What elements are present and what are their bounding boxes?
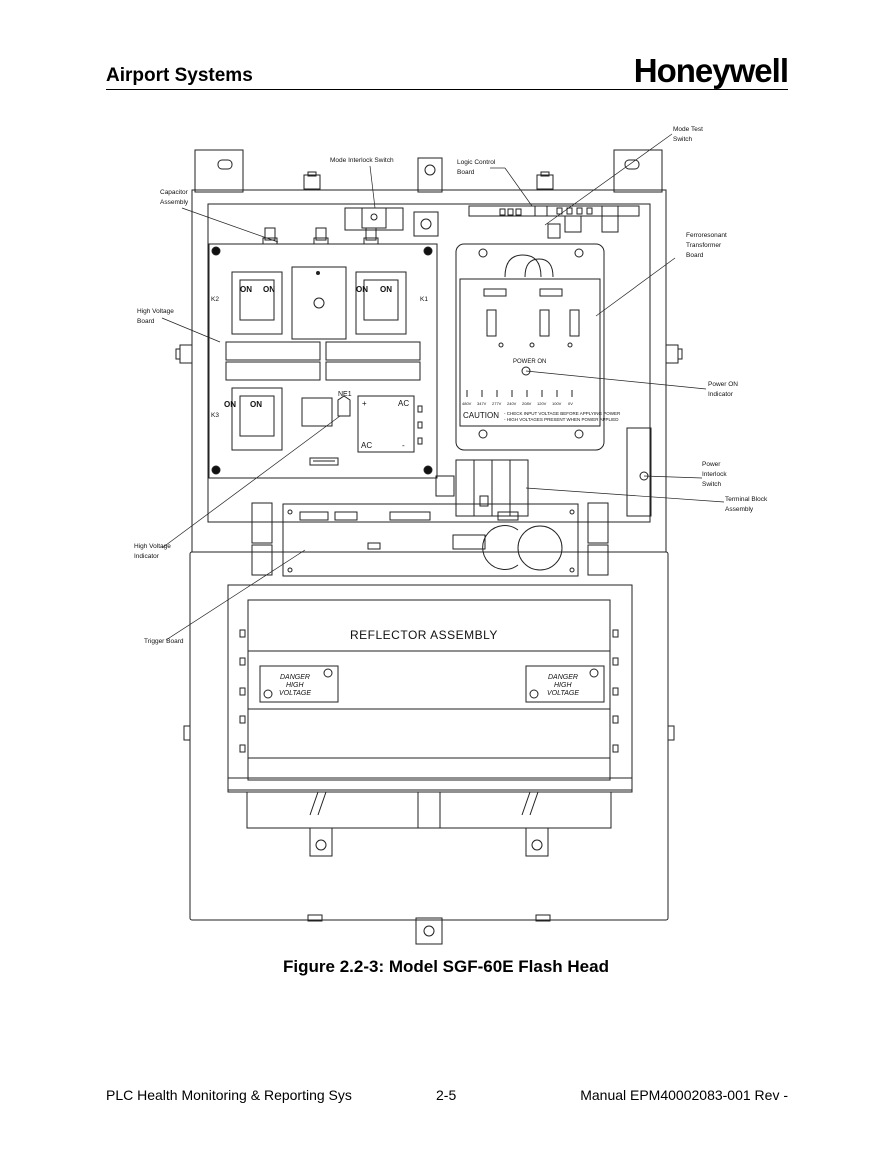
danger-right-2: HIGH [554,682,572,689]
callout-high-voltage-board-2: Board [137,318,155,325]
label-caution-note-1: - CHECK INPUT VOLTAGE BEFORE APPLYING PO… [504,411,621,416]
square-switch-knob [420,218,432,230]
label-v277: 277V [492,401,502,406]
label-v480: 480V [462,401,472,406]
label-v120: 120V [537,401,547,406]
upper-enclosure [175,149,683,553]
mode-interlock-switch [344,207,404,231]
label-on-k1b: ON [380,285,392,294]
page-header: Airport Systems Honeywell [106,50,789,90]
figure-caption: Figure 2.2-3: Model SGF-60E Flash Head [283,957,609,976]
label-caution-note-2: - HIGH VOLTAGES PRESENT WHEN POWER APPLI… [504,417,619,422]
label-on-k1: ON [356,285,368,294]
label-k3: K3 [211,412,219,419]
label-ne1: NE1 [338,391,352,398]
footer-page-number: 2-5 [436,1087,457,1103]
callout-capacitor-assembly-2: Assembly [160,199,189,206]
capacitor-assembly [262,227,379,245]
lower-door [183,551,675,945]
right-lower-hinge [587,544,609,576]
callout-power-interlock-3: Switch [702,481,722,488]
label-v100: 100V [552,401,562,406]
callout-terminal-block: Terminal Block [725,496,768,503]
flash-head-figure: Mode Test Switch Mode Interlock Switch L… [120,120,810,945]
footer-document-title: PLC Health Monitoring & Reporting Sys [106,1087,352,1103]
trigger-board [282,503,579,577]
callout-ferroresonant-2: Transformer [686,242,722,249]
callout-ferroresonant-3: Board [686,252,704,259]
label-k1: K1 [420,296,428,303]
page-footer: PLC Health Monitoring & Reporting Sys 2-… [106,1087,788,1107]
label-v0: 0V [568,401,573,406]
section-title: Airport Systems [106,65,253,86]
callout-power-interlock-2: Interlock [702,471,727,478]
danger-left-3: VOLTAGE [279,690,311,697]
label-minus: - [402,441,405,450]
label-on-k3: ON [224,400,236,409]
callout-mode-test-switch: Mode Test [673,126,703,133]
label-v240: 240V [507,401,517,406]
callout-capacitor-assembly: Capacitor [160,189,189,196]
callout-ferroresonant: Ferroresonant [686,232,727,239]
label-reflector-assembly: REFLECTOR ASSEMBLY [350,628,498,642]
footer-manual-number: Manual EPM40002083-001 Rev - [580,1087,788,1103]
label-v347: 347V [477,401,487,406]
label-on-k2b: ON [263,285,275,294]
callout-trigger-board: Trigger Board [144,638,184,645]
label-k2: K2 [211,296,219,303]
square-switch [413,211,439,237]
label-plus: + [362,399,367,408]
logic-control-board [468,205,640,239]
header-rule [106,89,788,90]
danger-right-1: DANGER [548,674,578,681]
danger-left-2: HIGH [286,682,304,689]
callout-high-voltage-board: High Voltage [137,308,174,315]
callout-mode-test-switch-2: Switch [673,136,693,143]
right-hinge [587,502,609,544]
high-voltage-board [208,243,438,479]
left-hinge [251,502,273,544]
left-lower-hinge [251,544,273,576]
danger-label-left [259,665,339,703]
label-caution: CAUTION [463,411,499,420]
danger-label-right [525,665,605,703]
danger-left-1: DANGER [280,674,310,681]
terminal-block-assembly [435,459,529,517]
callout-terminal-block-2: Assembly [725,506,754,513]
flash-head-drawing: Mode Test Switch Mode Interlock Switch L… [134,126,768,945]
callout-power-interlock: Power [702,461,721,468]
ferroresonant-transformer-board [455,243,605,451]
label-ac-bottom: AC [361,441,372,450]
label-v208: 208V [522,401,532,406]
callout-mode-interlock-switch: Mode Interlock Switch [330,157,394,164]
callout-power-on-indicator: Power ON [708,381,738,388]
callout-high-voltage-indicator: High Voltage [134,543,171,550]
honeywell-logo: Honeywell [633,52,789,89]
callout-leaders [161,133,725,641]
callout-logic-control-board: Logic Control [457,159,496,166]
callout-logic-control-board-2: Board [457,169,475,176]
label-power-on: POWER ON [513,359,546,365]
callout-high-voltage-indicator-2: Indicator [134,553,160,560]
power-interlock-switch [626,427,652,517]
label-on-k2: ON [240,285,252,294]
power-on-indicator-lamp [521,366,531,376]
danger-right-3: VOLTAGE [547,690,579,697]
label-on-k3b: ON [250,400,262,409]
label-ac-top: AC [398,399,409,408]
callout-power-on-indicator-2: Indicator [708,391,734,398]
